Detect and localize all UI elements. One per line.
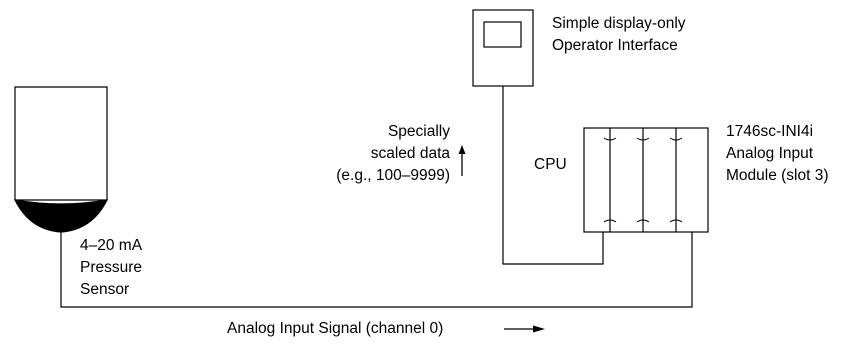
pressure-sensor-diaphragm bbox=[13, 199, 109, 233]
signal-direction-arrow-head bbox=[533, 325, 545, 333]
cpu-label: CPU bbox=[534, 156, 567, 173]
operator-interface-label-line2: Operator Interface bbox=[552, 37, 678, 54]
scaled-data-note-line1: Specially bbox=[387, 123, 450, 140]
scaled-data-note-line3: (e.g., 100–9999) bbox=[336, 167, 450, 184]
pressure-sensor-label-line2: Pressure bbox=[80, 259, 143, 276]
pressure-sensor-body bbox=[14, 86, 108, 201]
slot-notches bbox=[603, 137, 683, 223]
pressure-sensor-label-line1: 4–20 mA bbox=[80, 237, 143, 254]
analog-module-label: 1746sc-INI4i Analog Input Module (slot 3… bbox=[726, 121, 829, 187]
operator-interface-label-line1: Simple display-only bbox=[552, 15, 686, 32]
analog-module-label-line2: Analog Input bbox=[726, 145, 814, 162]
pressure-sensor-label: 4–20 mA Pressure Sensor bbox=[80, 235, 142, 301]
operator-interface-cable bbox=[502, 86, 604, 265]
operator-interface-screen bbox=[483, 21, 522, 48]
pressure-sensor-label-line3: Sensor bbox=[80, 281, 130, 298]
analog-signal-label: Analog Input Signal (channel 0) bbox=[227, 320, 444, 337]
analog-module-label-line1: 1746sc-INI4i bbox=[726, 123, 814, 140]
analog-module-label-line3: Module (slot 3) bbox=[726, 167, 829, 184]
scaled-data-note: Specially scaled data (e.g., 100–9999) bbox=[294, 121, 450, 187]
data-flow-arrow-head bbox=[458, 145, 466, 154]
plc-chassis bbox=[583, 127, 709, 233]
operator-interface-label: Simple display-only Operator Interface bbox=[552, 13, 686, 57]
sensor-signal-cable bbox=[60, 232, 693, 308]
scaled-data-note-line2: scaled data bbox=[370, 145, 450, 162]
